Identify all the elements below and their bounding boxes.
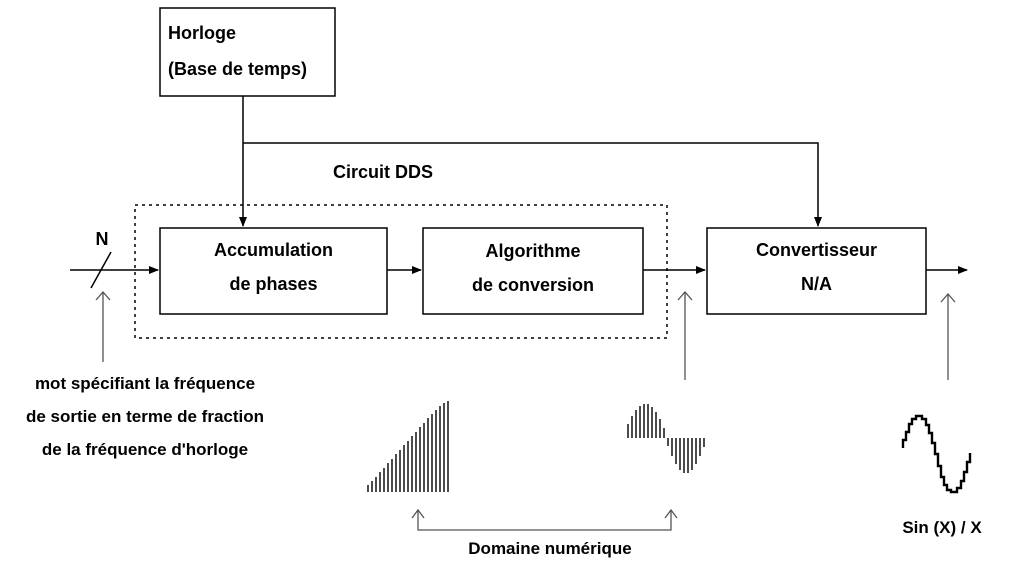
analog-output-pointer	[940, 293, 956, 380]
clock-title: Horloge	[168, 23, 237, 43]
input-note-line3: de la fréquence d'horloge	[41, 440, 249, 459]
dac-line2: N/A	[801, 274, 832, 294]
output-function-label: Sin (X) / X	[902, 518, 982, 537]
dac-box	[706, 227, 927, 315]
digital-domain-label: Domaine numérique	[468, 539, 632, 558]
clock-subtitle: (Base de temps)	[168, 59, 308, 79]
phase-accumulator-line2: de phases	[229, 274, 318, 294]
input-note-pointer	[95, 291, 111, 362]
input-note-line1: mot spécifiant la fréquence	[34, 374, 256, 393]
sampled-sine-waveform	[627, 404, 705, 473]
dds-circuit-label: Circuit DDS	[332, 162, 433, 182]
analog-sine-output	[901, 414, 972, 494]
conversion-algorithm-line1: Algorithme	[485, 241, 581, 261]
phase-accumulator-line1: Accumulation	[213, 240, 333, 260]
digital-domain-bracket	[411, 508, 678, 531]
conversion-algorithm-line2: de conversion	[471, 275, 595, 295]
digital-samples-pointer	[677, 291, 693, 380]
dac-line1: Convertisseur	[755, 240, 878, 260]
clock-to-dac-line	[243, 142, 822, 227]
conversion-algorithm-box	[422, 227, 644, 315]
input-note-line2: de sortie en terme de fraction	[25, 407, 265, 426]
phase-ramp-waveform	[367, 401, 449, 492]
dds-boundary	[134, 204, 668, 339]
clock-box	[159, 7, 336, 97]
phase-accumulator-box	[159, 227, 388, 315]
input-width-label: N	[95, 229, 109, 249]
bus-width-slash	[90, 251, 112, 289]
